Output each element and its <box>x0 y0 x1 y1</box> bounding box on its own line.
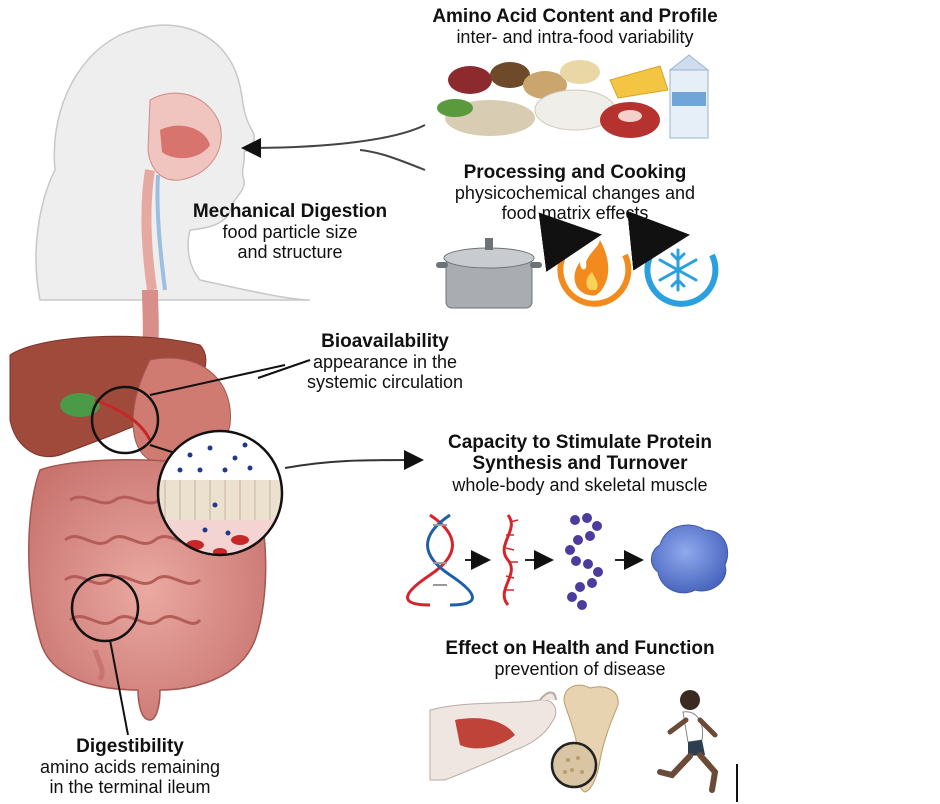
amino-acid-subtitle: inter- and intra-food variability <box>456 27 694 48</box>
arm-muscle-icon <box>429 691 557 781</box>
processing-label: Processing and Cooking physicochemical c… <box>420 162 730 224</box>
bioavailability-label: Bioavailability appearance in the system… <box>285 331 485 393</box>
liver-circle-highlight <box>90 385 160 455</box>
processing-subtitle-line2: food matrix effects <box>501 203 649 224</box>
peptide-chain-icon <box>565 513 603 610</box>
digestibility-subtitle-line1: amino acids remaining <box>39 757 221 778</box>
amino-acid-title: Amino Acid Content and Profile <box>432 6 718 27</box>
digestibility-pointer <box>109 639 129 736</box>
digestibility-title: Digestibility <box>76 736 184 757</box>
bioavailability-subtitle-line1: appearance in the <box>312 352 458 373</box>
bioavailability-subtitle-line2: systemic circulation <box>306 372 464 393</box>
human-head-icon <box>35 24 311 301</box>
dna-icon <box>406 513 474 607</box>
digestibility-label: Digestibility amino acids remaining in t… <box>15 736 245 798</box>
bioavailability-to-synthesis-arrow <box>284 450 424 471</box>
bioavailability-title: Bioavailability <box>321 331 449 352</box>
processing-title: Processing and Cooking <box>463 162 687 183</box>
health-title: Effect on Health and Function <box>445 638 715 659</box>
margin-rule <box>736 764 738 802</box>
capacity-label: Capacity to Stimulate Protein Synthesis … <box>420 432 740 495</box>
food-to-mouth-arrow <box>241 124 426 171</box>
mechanical-label: Mechanical Digestion food particle size … <box>175 201 405 263</box>
runner-icon <box>657 690 719 793</box>
processing-subtitle-line1: physicochemical changes and <box>454 183 696 204</box>
mechanical-subtitle-line2: and structure <box>237 242 343 263</box>
freeze-icon <box>627 211 719 307</box>
health-subtitle: prevention of disease <box>494 659 666 680</box>
folded-protein-icon <box>651 524 729 594</box>
food-group-icon <box>437 54 710 139</box>
capacity-title-line1: Capacity to Stimulate Protein <box>448 432 712 453</box>
digestibility-subtitle-line2: in the terminal ileum <box>49 777 211 798</box>
health-label: Effect on Health and Function prevention… <box>420 638 740 679</box>
heat-icon <box>538 212 632 307</box>
cooking-pot-icon <box>436 238 542 309</box>
callout-line-top <box>149 364 286 396</box>
capacity-title-line2: Synthesis and Turnover <box>472 453 688 475</box>
ileum-circle-highlight <box>70 573 140 643</box>
mechanical-subtitle-line1: food particle size <box>222 222 358 243</box>
capacity-subtitle: whole-body and skeletal muscle <box>452 474 708 495</box>
bone-icon <box>550 684 619 793</box>
bioavailability-pointer <box>257 359 311 379</box>
esophagus <box>142 289 159 347</box>
mrna-icon <box>502 514 519 606</box>
amino-acid-label: Amino Acid Content and Profile inter- an… <box>410 6 740 47</box>
mechanical-title: Mechanical Digestion <box>192 201 388 222</box>
